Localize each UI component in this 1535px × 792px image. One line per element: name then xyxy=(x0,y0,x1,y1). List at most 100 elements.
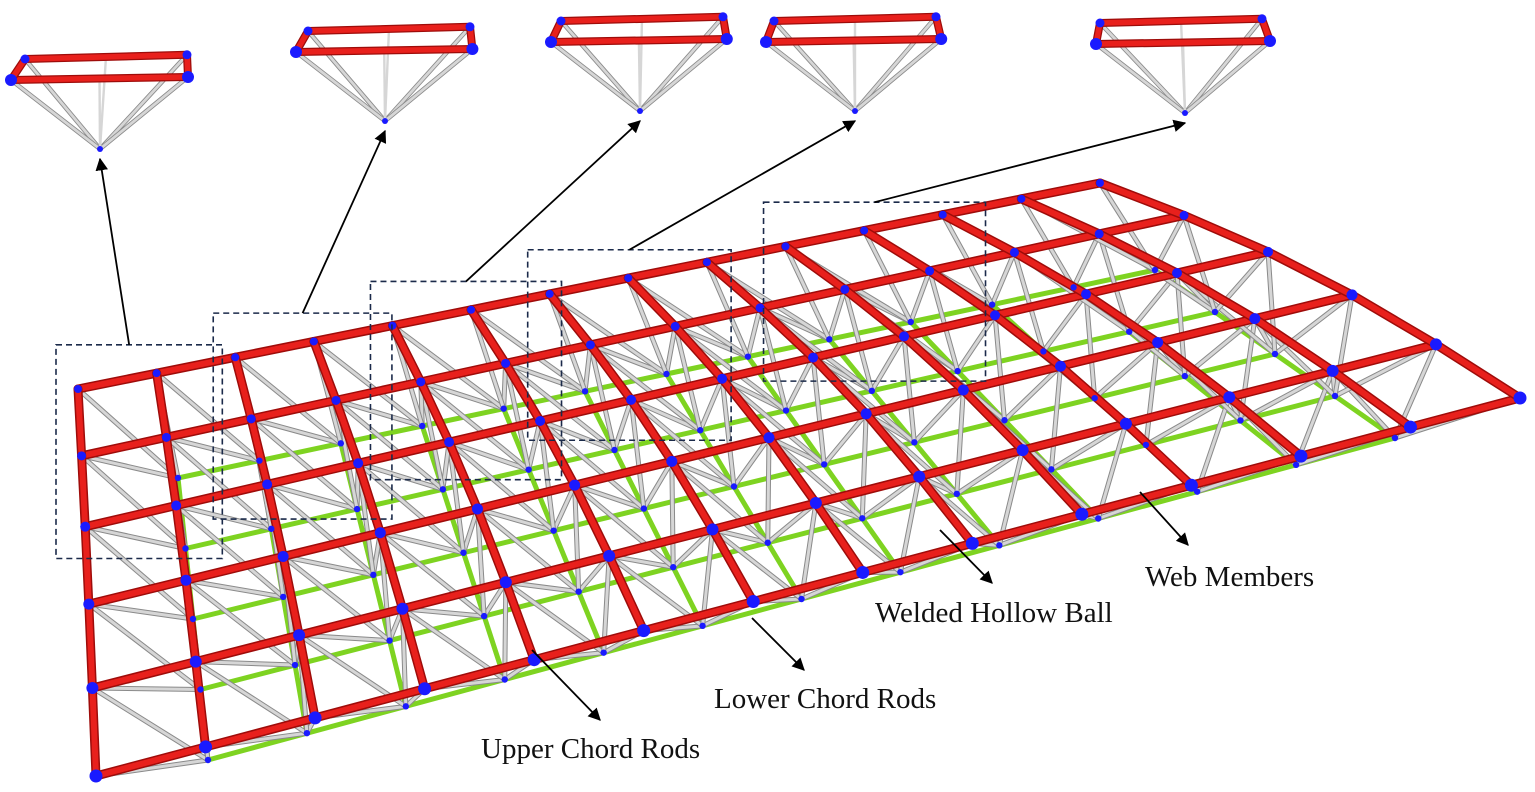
module-apex-ball xyxy=(1182,110,1188,116)
upper-chord-rod xyxy=(1154,339,1233,401)
module-apex-ball xyxy=(382,118,388,124)
leader-lines xyxy=(95,119,1189,721)
upper-chord-rod xyxy=(859,540,976,576)
upper-chord-rod xyxy=(163,415,255,441)
lower-chord-rod xyxy=(280,572,376,600)
web-member xyxy=(746,306,762,359)
module-apex-ball xyxy=(97,146,103,152)
lower-node xyxy=(663,370,670,378)
lower-node xyxy=(460,549,467,556)
module-web-member xyxy=(383,49,387,123)
upper-chord-rod xyxy=(863,387,967,417)
welded-hollow-ball xyxy=(180,574,192,586)
upper-chord-rod xyxy=(861,227,933,274)
web-member xyxy=(548,292,668,376)
web-member xyxy=(1093,340,1160,400)
lower-node xyxy=(386,637,393,644)
web-member xyxy=(626,276,668,376)
upper-chord-rod xyxy=(202,714,319,750)
web-member xyxy=(281,555,392,643)
web-member xyxy=(281,555,375,577)
upper-chord-rod xyxy=(1011,230,1103,256)
upper-chord-rod xyxy=(310,338,339,404)
detail-modules xyxy=(5,12,1276,152)
lower-node xyxy=(480,612,488,620)
upper-chord-rod xyxy=(709,526,757,605)
welded-hollow-ball xyxy=(189,655,202,668)
upper-chord-rod xyxy=(901,312,999,340)
module-chord-rod xyxy=(1097,16,1265,26)
module-web-member xyxy=(383,25,472,123)
upper-chord-rod xyxy=(93,743,209,779)
welded-hollow-ball xyxy=(585,340,595,350)
lower-node xyxy=(1292,461,1300,469)
upper-chord-rod xyxy=(719,375,772,441)
lower-chord-rod xyxy=(745,354,789,414)
welded-hollow-ball xyxy=(444,437,455,448)
upper-chord-rod xyxy=(1349,291,1439,348)
lower-chord-rod xyxy=(1092,373,1188,401)
upper-chord-rod xyxy=(861,211,946,234)
lower-chord-rod xyxy=(697,408,789,433)
lower-chord-rod xyxy=(551,506,647,534)
web-member xyxy=(297,633,392,643)
web-member xyxy=(76,387,180,480)
web-member xyxy=(912,388,965,444)
web-member xyxy=(577,554,611,594)
lower-node xyxy=(419,422,426,430)
module-web-member xyxy=(764,40,857,113)
upper-chord-rod xyxy=(926,267,999,319)
lower-node xyxy=(911,439,918,446)
web-member xyxy=(701,527,715,628)
web-member xyxy=(1003,364,1062,422)
lower-node xyxy=(1040,348,1047,355)
module-web-member xyxy=(98,77,102,151)
welded-hollow-ball xyxy=(80,521,91,532)
welded-hollow-ball xyxy=(1430,338,1442,351)
welded-hollow-ball xyxy=(717,373,728,384)
lower-node xyxy=(1142,441,1150,449)
web-member xyxy=(1096,422,1128,520)
welded-hollow-ball xyxy=(152,369,161,378)
welded-hollow-ball xyxy=(467,305,476,314)
upper-chord-rod xyxy=(446,439,481,512)
lower-node xyxy=(1211,308,1219,316)
lower-node xyxy=(500,405,507,412)
welded-hollow-ball xyxy=(527,653,541,667)
web-member xyxy=(588,343,668,376)
welded-hollow-ball xyxy=(990,310,1001,321)
web-member xyxy=(552,483,577,533)
upper-chord-rod xyxy=(280,553,303,639)
welded-hollow-ball xyxy=(809,497,822,510)
web-member xyxy=(312,339,424,428)
callout-leader-arrow xyxy=(531,649,601,721)
upper-chord-rod xyxy=(232,354,255,422)
upper-chord-rod xyxy=(377,505,481,536)
upper-chord-rod xyxy=(1083,270,1181,298)
upper-chord-rod xyxy=(502,552,613,586)
lower-node xyxy=(575,588,582,595)
welded-hollow-ball xyxy=(77,451,87,461)
upper-chord-rod xyxy=(628,396,675,465)
module-ball xyxy=(1095,18,1105,28)
module-chord-rod xyxy=(558,14,726,24)
welded-hollow-ball xyxy=(746,595,760,609)
web-member xyxy=(993,313,1006,422)
web-member xyxy=(400,607,486,618)
welded-hollow-ball xyxy=(1513,391,1527,405)
web-member xyxy=(174,504,273,531)
lower-node xyxy=(1271,350,1279,358)
lower-node xyxy=(988,301,996,308)
welded-hollow-ball xyxy=(1152,336,1164,348)
upper-chord-rod xyxy=(82,502,180,530)
welded-hollow-ball xyxy=(860,408,872,420)
module-ball xyxy=(718,12,728,22)
web-member xyxy=(698,377,724,432)
module-web-member xyxy=(853,37,943,113)
web-member xyxy=(538,419,556,533)
module-web-member xyxy=(559,19,642,113)
welded-hollow-ball xyxy=(396,602,409,615)
lower-node xyxy=(1237,417,1244,424)
web-member xyxy=(184,578,297,667)
welded-hollow-ball xyxy=(626,394,637,405)
